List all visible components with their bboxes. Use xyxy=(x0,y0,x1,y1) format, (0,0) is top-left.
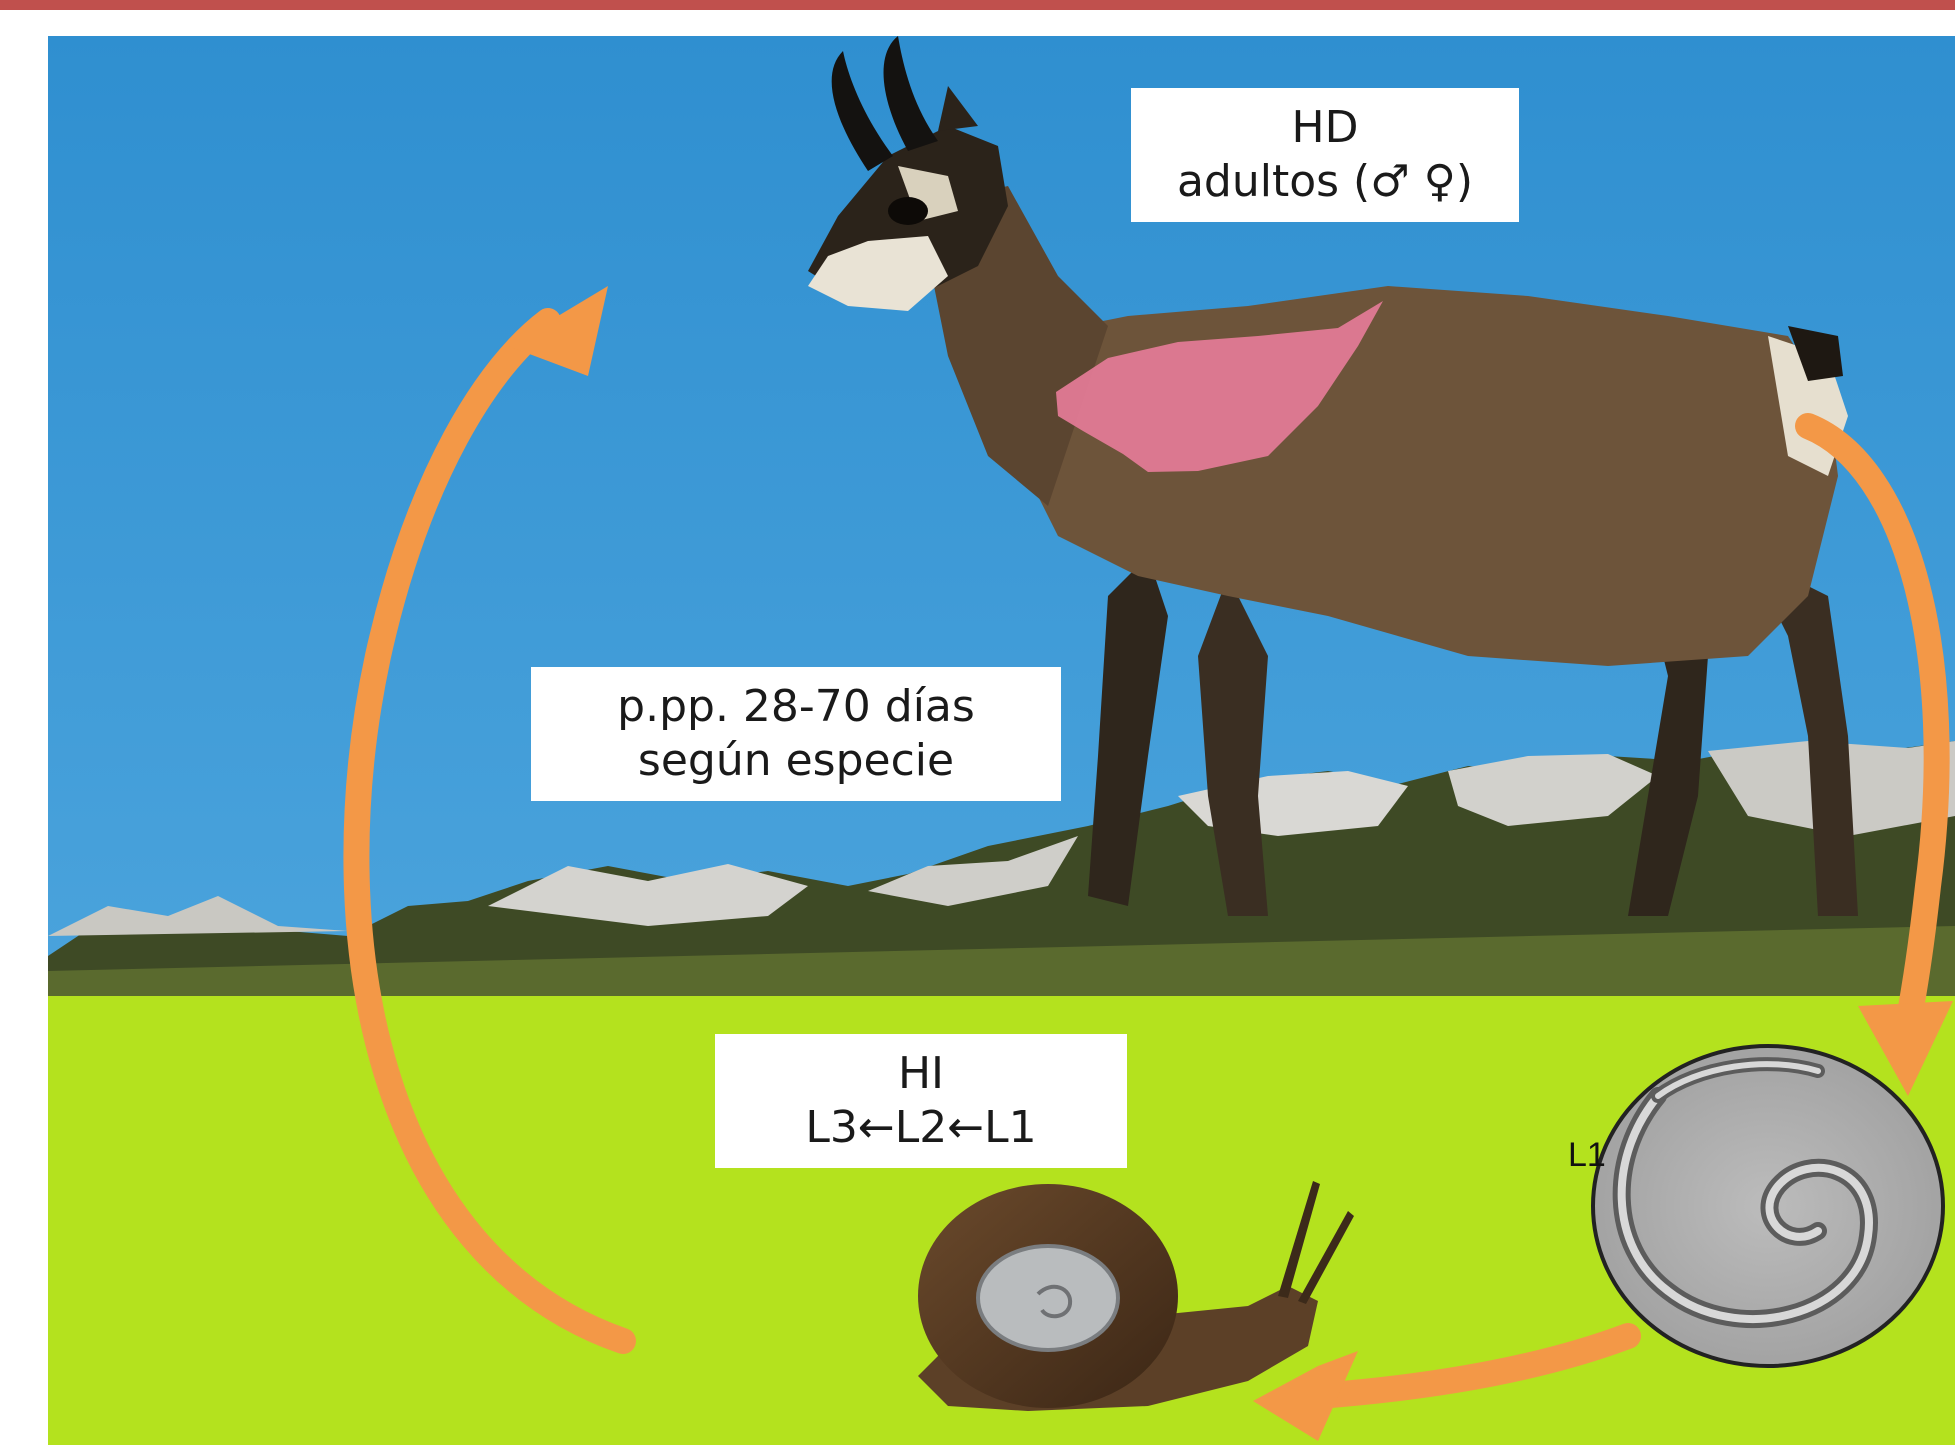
larval-stages-text: L3←L2←L1 xyxy=(715,1101,1127,1155)
definitive-host-title: HD xyxy=(1131,101,1519,155)
top-bar xyxy=(0,0,1955,10)
larva-stage-label: L1 xyxy=(1568,1136,1606,1175)
intermediate-host-label: HI L3←L2←L1 xyxy=(715,1034,1127,1168)
definitive-host-label: HD adultos (♂ ♀) xyxy=(1131,88,1519,222)
life-cycle-diagram: HD adultos (♂ ♀) p.pp. 28-70 días según … xyxy=(48,36,1955,1445)
prepatent-period-line1: p.pp. 28-70 días xyxy=(531,680,1061,734)
prepatent-period-label: p.pp. 28-70 días según especie xyxy=(531,667,1061,801)
definitive-host-subtitle: adultos (♂ ♀) xyxy=(1131,155,1519,209)
intermediate-host-title: HI xyxy=(715,1047,1127,1101)
larva-micrograph xyxy=(1593,1046,1943,1366)
prepatent-period-line2: según especie xyxy=(531,734,1061,788)
